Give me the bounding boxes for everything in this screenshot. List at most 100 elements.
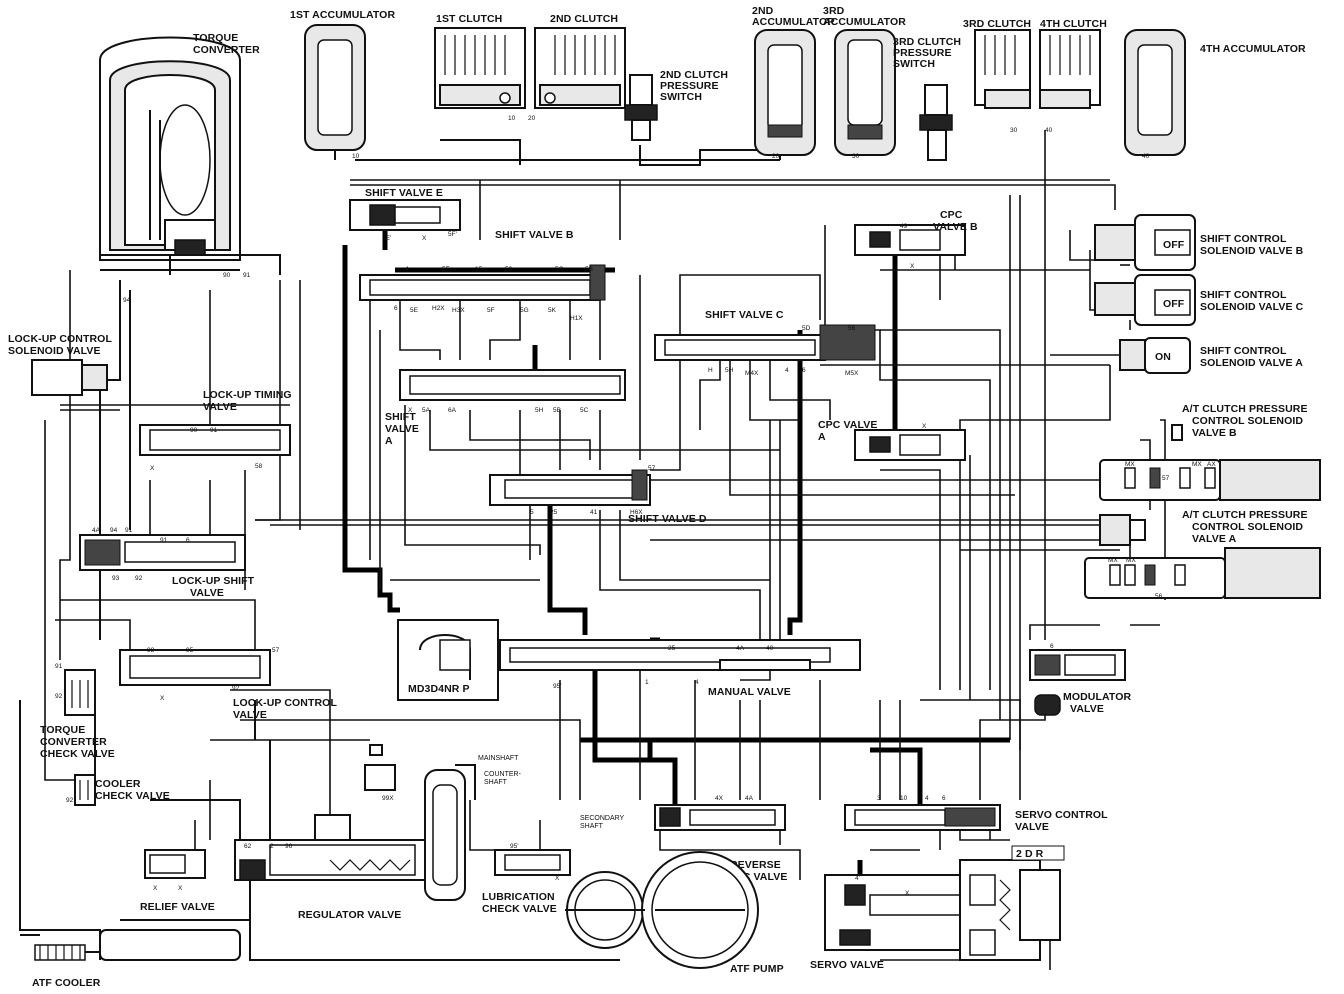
relief-valve [144, 849, 206, 879]
port-code: 56 [1155, 593, 1163, 600]
port-code: 95' [510, 843, 518, 850]
port-code: MX [1108, 557, 1118, 564]
third-accumulator-label-2: ACCUMULATOR [823, 16, 906, 28]
at-clutch-solenoid-b-label-3: VALVE B [1192, 427, 1237, 439]
port-code: 91 [125, 527, 133, 534]
shift-valve-b-label: SHIFT VALVE B [495, 229, 574, 241]
gear-position-indicator: MD3D4NR P [408, 683, 470, 695]
secondary-shaft-label-2: SHAFT [580, 823, 604, 830]
at-clutch-solenoid-a-label-3: VALVE A [1192, 533, 1237, 545]
torque-converter-check-valve-label-2: CONVERTER [40, 736, 107, 748]
port-code: 56 [848, 325, 856, 332]
port-code: 40 [766, 645, 774, 652]
port-code: M4X [745, 370, 759, 377]
torque-converter-check-valve-label-3: CHECK VALVE [40, 748, 115, 760]
port-code: 5F [442, 266, 450, 273]
torque-converter-label-1: TORQUE [193, 32, 238, 44]
cpc-valve-a-label-1: CPC VALVE [818, 419, 877, 431]
shift-control-solenoid-b-label-2: SOLENOID VALVE B [1200, 245, 1304, 257]
solenoid-b-state: OFF [1163, 239, 1185, 251]
shift-valve-c-label: SHIFT VALVE C [705, 309, 784, 321]
port-code: 5F [487, 307, 495, 314]
first-accumulator [304, 24, 366, 160]
port-code: 4 [925, 795, 929, 802]
atf-cooler-label: ATF COOLER [32, 977, 101, 989]
second-accumulator [754, 29, 816, 156]
shift-control-solenoid-a-label-2: SOLENOID VALVE A [1200, 357, 1303, 369]
modulator-valve-label-2: VALVE [1070, 703, 1104, 715]
second-clutch-pressure-switch-label-2: PRESSURE [660, 80, 719, 92]
cpc-valve-a-label-2: A [818, 431, 826, 443]
port-code: 94 [123, 297, 131, 304]
cooler-check-valve-label-1: COOLER [95, 778, 141, 790]
second-accumulator-label-1: 2ND [752, 5, 774, 17]
port-code: 95 [186, 647, 194, 654]
port-code: 6 [1050, 643, 1054, 650]
shift-valve-a-label-1: SHIFT [385, 411, 416, 423]
third-clutch-pressure-switch [919, 84, 953, 161]
port-code: 57 [1162, 475, 1170, 482]
atf-pump [565, 851, 759, 969]
port-code: 91 [243, 272, 251, 279]
second-clutch [534, 27, 626, 109]
port-code: AX [1207, 461, 1216, 468]
modulator-valve-label-1: MODULATOR [1063, 691, 1131, 703]
secondary-shaft-label-1: SECONDARY [580, 815, 625, 822]
cpc-valve-a [854, 429, 966, 461]
shift-control-solenoid-c-label-2: SOLENOID VALVE C [1200, 301, 1304, 313]
shift-control-solenoid-a [1119, 337, 1191, 374]
port-code: 91 [160, 537, 168, 544]
lockup-shift-valve [79, 534, 246, 571]
port-code: MX [1125, 461, 1135, 468]
countershaft-label-2: SHAFT [484, 779, 508, 786]
port-code: 93 [112, 575, 120, 582]
port-code: 4A [92, 527, 101, 534]
second-clutch-label: 2ND CLUTCH [550, 13, 618, 25]
port-code: 4A [745, 795, 754, 802]
port-code: 98 [147, 647, 155, 654]
port-code: 91 [210, 427, 218, 434]
port-code: 5B [553, 407, 561, 414]
second-clutch-pressure-switch-label-1: 2ND CLUTCH [660, 69, 728, 81]
port-code: 4A [736, 645, 745, 652]
port-code: 57 [648, 465, 656, 472]
port-code: 92 [66, 797, 74, 804]
shift-control-solenoid-b [1094, 214, 1196, 271]
at-clutch-solenoid-b-label-1: A/T CLUTCH PRESSURE [1182, 403, 1308, 415]
port-code: 4 [405, 266, 409, 273]
atf-pump-label: ATF PUMP [730, 963, 784, 975]
at-clutch-solenoid-a-label-2: CONTROL SOLENOID [1192, 521, 1303, 533]
lockup-timing-valve [139, 424, 291, 456]
third-clutch [974, 29, 1031, 109]
port-code: 94 [110, 527, 118, 534]
port-code: 40 [1142, 153, 1150, 160]
port-code: 5 [530, 509, 534, 516]
port-code: 92 [55, 693, 63, 700]
servo-valve-label: SERVO VALVE [810, 959, 884, 971]
shift-valve-a [399, 369, 626, 401]
port-code: 90 [223, 272, 231, 279]
lockup-control-solenoid [31, 359, 108, 396]
port-code: 95' [553, 683, 561, 690]
port-code: X [905, 890, 910, 897]
third-clutch-pressure-switch-label-3: SWITCH [893, 58, 935, 70]
at-clutch-solenoid-a [1084, 514, 1321, 599]
port-code: 90 [190, 427, 198, 434]
first-clutch-label: 1ST CLUTCH [436, 13, 502, 25]
torque-converter-check-valve-label-1: TORQUE [40, 724, 85, 736]
third-accumulator-label-1: 3RD [823, 5, 845, 17]
port-code: H3X [452, 307, 465, 314]
port-code: 10 [352, 153, 360, 160]
port-code: 5K [548, 307, 557, 314]
port-code: 6 [186, 537, 190, 544]
port-code: 96 [285, 843, 293, 850]
cooler-check-valve-label-2: CHECK VALVE [95, 790, 170, 802]
port-code: X [910, 263, 915, 270]
regulator-valve [234, 814, 426, 881]
port-code: 2 [270, 843, 274, 850]
lockup-control-solenoid-label-2: SOLENOID VALVE [8, 345, 101, 357]
cpc-valve-b-label-1: CPC [940, 209, 963, 221]
port-code: 5C [555, 266, 564, 273]
port-code: 62 [244, 843, 252, 850]
